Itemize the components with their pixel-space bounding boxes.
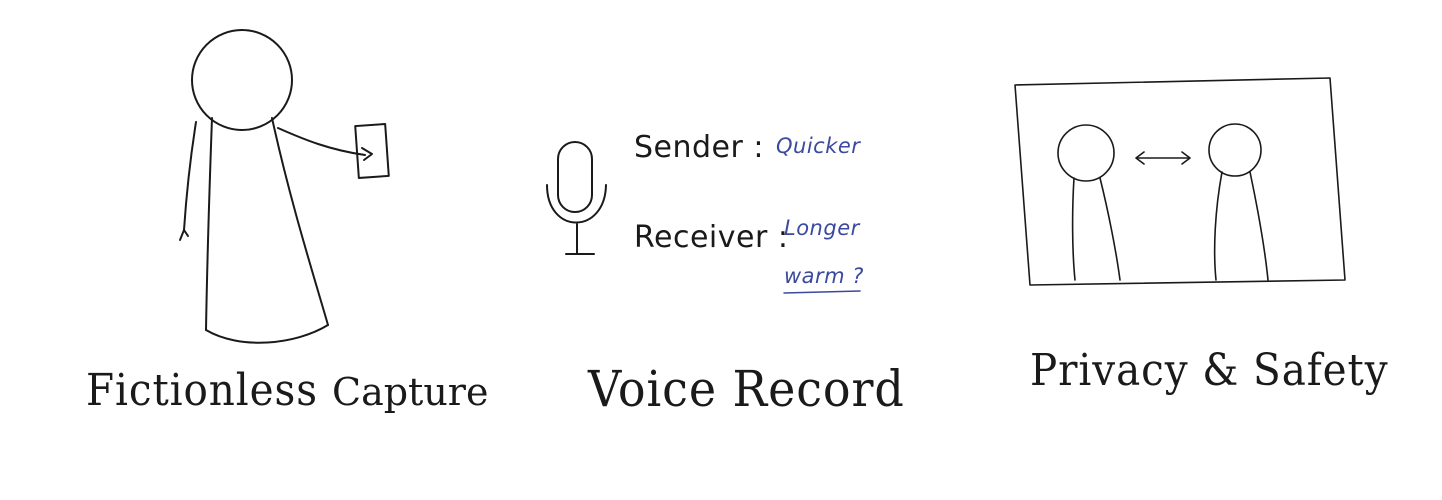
receiver-note-longer: Longer [784, 216, 860, 240]
sender-label: Sender : [634, 130, 764, 165]
warm-underline [783, 290, 861, 294]
receiver-label: Receiver : [634, 220, 789, 255]
microphone-icon [546, 141, 607, 255]
voice-caption: Voice Record [588, 360, 905, 418]
person-holding-phone-icon [179, 29, 390, 344]
receiver-note-warm: warm ? [784, 264, 864, 288]
two-people-in-frame-icon [1014, 77, 1346, 286]
privacy-caption: Privacy & Safety [1030, 345, 1389, 396]
capture-caption-part2: Capture [332, 370, 489, 414]
sender-note: Quicker [776, 134, 861, 158]
capture-caption-part1: Fictionless [86, 365, 318, 416]
